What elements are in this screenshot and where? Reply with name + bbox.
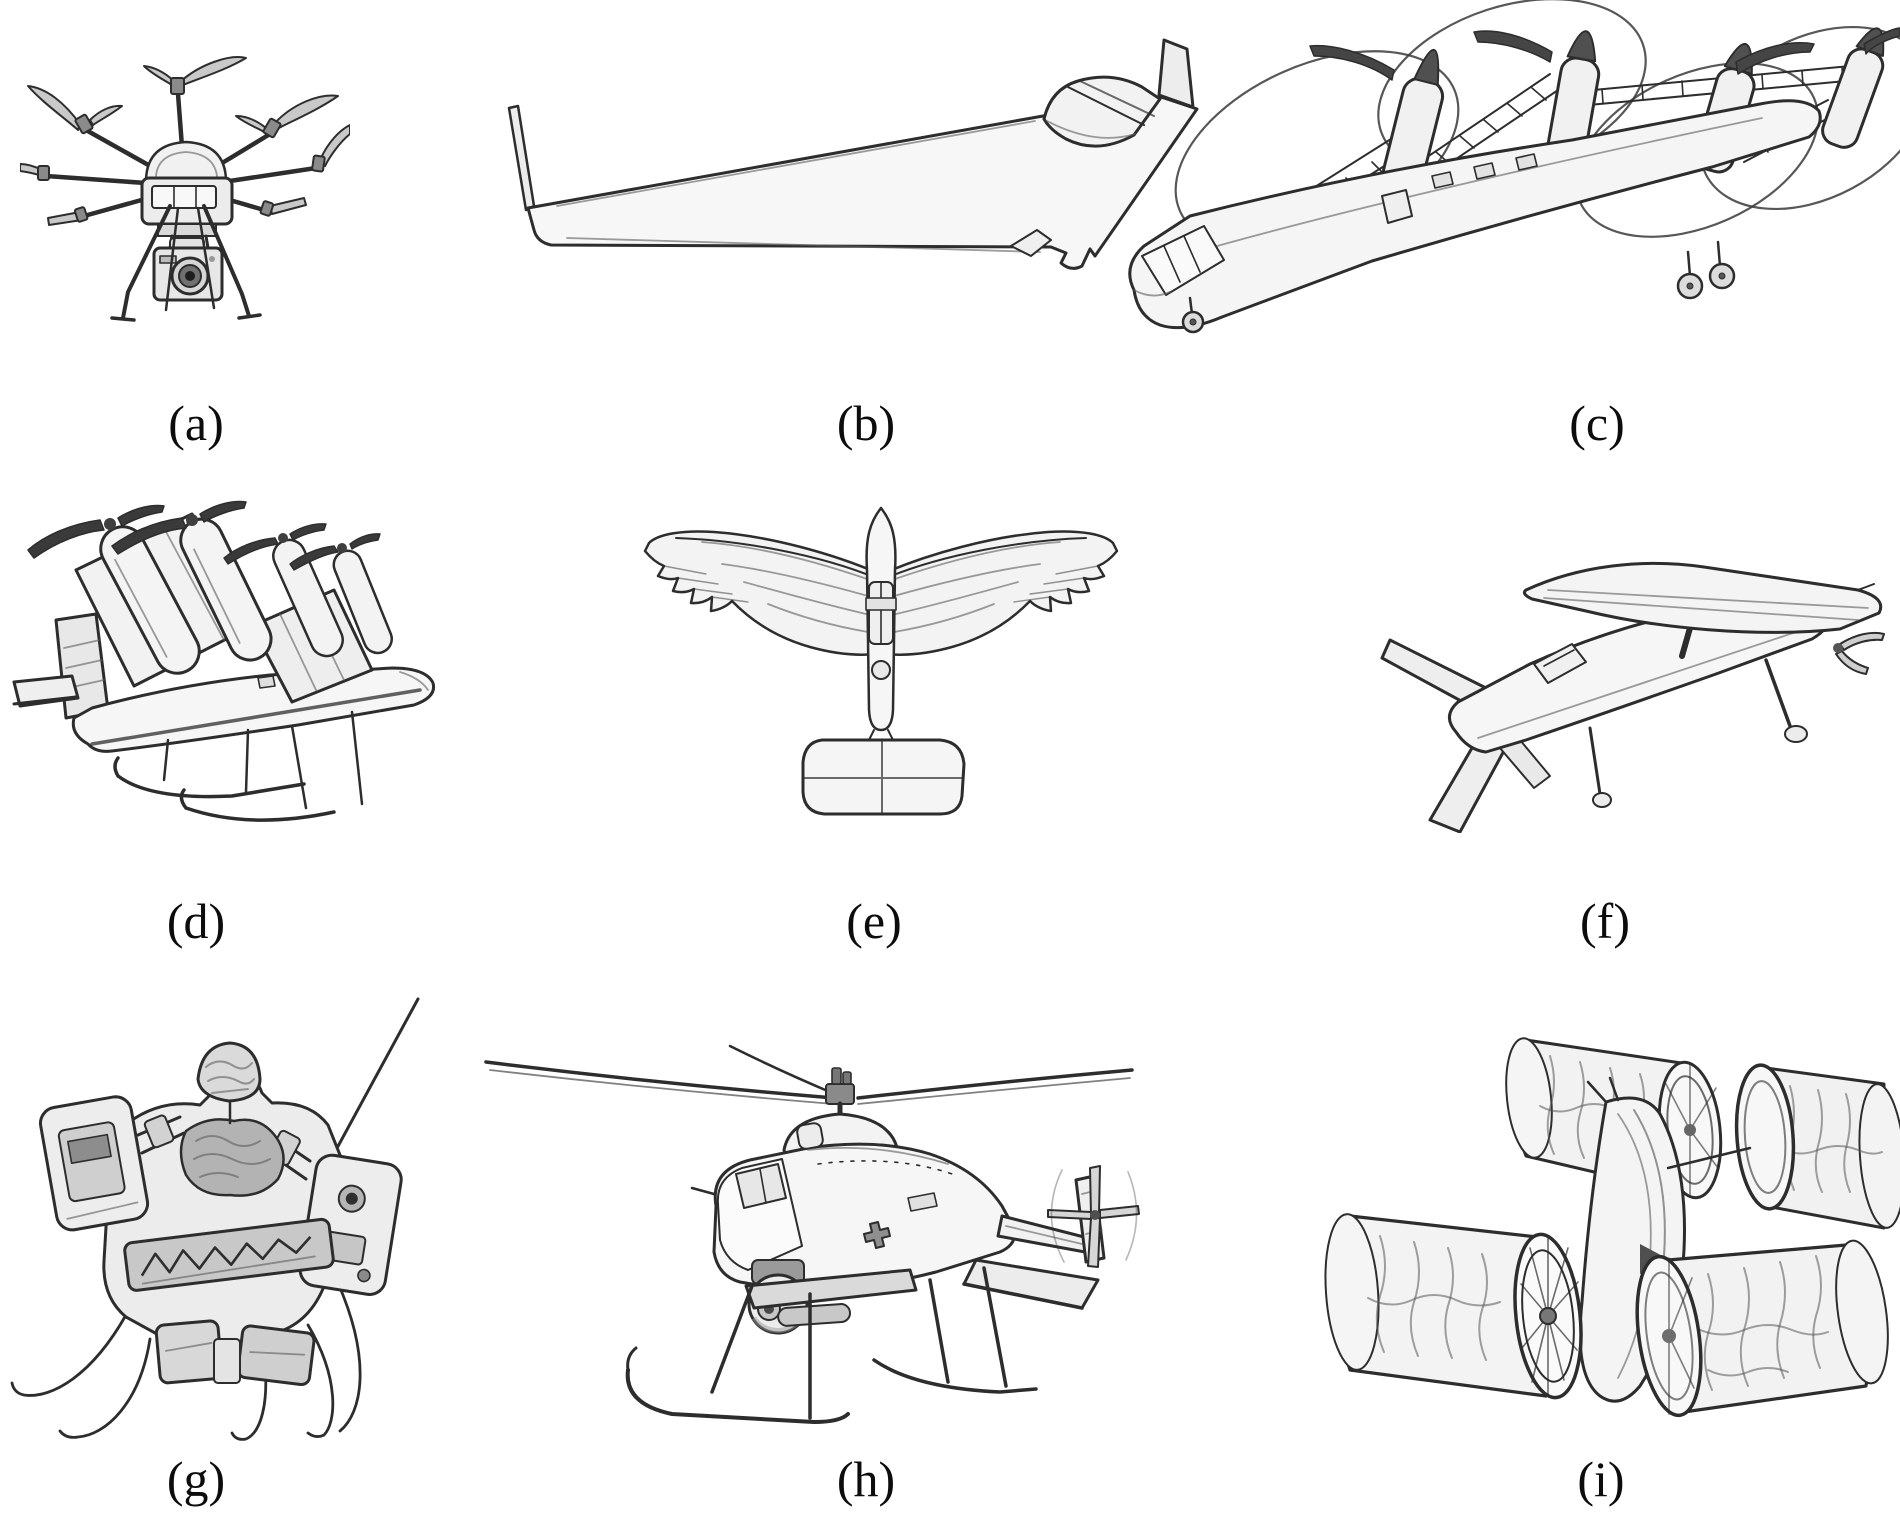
octocopter-motors — [37, 77, 326, 223]
drum-rotor-bottom-left — [1324, 1213, 1583, 1400]
landing-struts — [1588, 658, 1808, 808]
tilt-wing-sketch — [12, 500, 436, 822]
panel-e — [618, 478, 1152, 863]
landing-skids — [625, 1266, 1038, 1424]
panel-a — [20, 8, 350, 343]
left-arm-collar — [143, 1114, 175, 1149]
ornithopter-fuselage — [865, 506, 897, 743]
gearbox — [179, 1101, 285, 1197]
ornithopter-sketch — [643, 506, 1119, 816]
tail-rotor — [1047, 1165, 1140, 1268]
panel-h — [478, 1018, 1142, 1443]
fuselage-pod — [1042, 75, 1162, 148]
wing-nacelles — [27, 500, 393, 675]
label-band — [123, 1217, 335, 1292]
unmanned-helicopter-sketch — [484, 1044, 1140, 1424]
landing-gear — [1181, 240, 1736, 334]
octocopter-propellers — [20, 56, 350, 226]
panel-d — [0, 478, 462, 863]
panel-label-h: (h) — [836, 1451, 896, 1507]
bottom-blocks — [154, 1319, 316, 1387]
rotor-wing-fuselage — [1448, 596, 1830, 754]
landing-skids — [113, 710, 364, 822]
rotor-wing-sketch — [1380, 561, 1885, 833]
stub-pylon — [744, 1268, 918, 1327]
panel-label-c: (c) — [1569, 395, 1625, 451]
drum-rotor-bottom-right — [1635, 1239, 1889, 1418]
tilt-wing-fuselage — [71, 666, 436, 753]
helicopter-body — [690, 1122, 1017, 1292]
panel-label-f: (f) — [1580, 893, 1630, 949]
wing-body — [526, 95, 1199, 270]
panel-b — [495, 18, 1207, 293]
overhead-rotor-wing — [1523, 561, 1883, 634]
panel-f — [1338, 488, 1900, 833]
panel-c — [1072, 0, 1900, 340]
micro-uav-sketch — [10, 997, 420, 1441]
panel-label-b: (b) — [836, 395, 896, 451]
rotor-mast — [1679, 625, 1693, 659]
multirotor-octocopter-sketch — [20, 56, 350, 322]
left-wing — [643, 530, 882, 656]
octocopter-landing-legs — [110, 204, 262, 322]
tiltrotor-fuselage — [1128, 99, 1822, 330]
fuselage-emblem — [863, 1221, 891, 1249]
sensor-head — [196, 1041, 262, 1103]
left-pod — [38, 1095, 150, 1232]
panel-i — [1288, 998, 1900, 1433]
panel-label-e: (e) — [846, 893, 902, 949]
camera — [152, 237, 224, 302]
tail-plate — [801, 738, 966, 816]
antenna — [328, 997, 420, 1163]
drum-rotor-top-right — [1734, 1063, 1900, 1230]
main-rotor — [484, 1044, 1134, 1105]
panel-label-g: (g) — [166, 1451, 226, 1507]
tail-propeller — [1833, 631, 1885, 675]
right-winglet — [1157, 38, 1195, 109]
cyclocopter-sketch — [1324, 1037, 1900, 1418]
panel-label-i: (i) — [1577, 1451, 1625, 1507]
panel-label-d: (d) — [166, 893, 226, 949]
octocopter-body — [140, 140, 234, 250]
quad-tiltrotor-sketch — [1128, 0, 1900, 334]
panel-label-a: (a) — [168, 395, 224, 451]
panel-g — [8, 983, 432, 1448]
left-winglet — [507, 104, 536, 212]
flap-hatch — [1010, 229, 1052, 257]
right-wing — [880, 530, 1119, 656]
flying-wing-sketch — [507, 38, 1199, 270]
